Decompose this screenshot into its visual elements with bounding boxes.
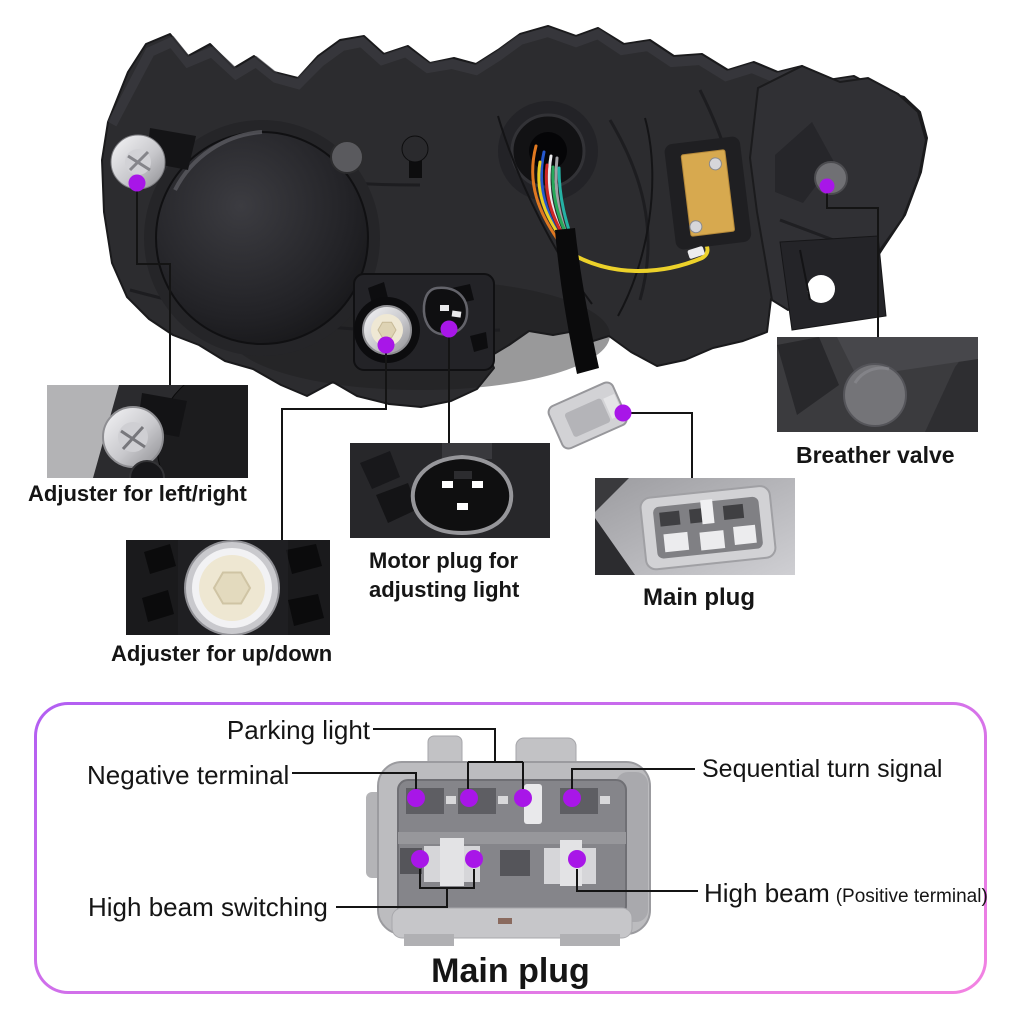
pin-label-parking-light: Parking light	[226, 715, 370, 745]
headlight-photo	[101, 25, 928, 450]
callout-dot-main-plug	[614, 404, 632, 422]
callout-dot-motor-plug	[440, 320, 458, 338]
pinout-panel-title: Main plug	[431, 952, 590, 990]
wire-bundle	[531, 144, 576, 248]
yellow-wire	[560, 231, 710, 274]
adjuster-ud-dial	[362, 305, 412, 355]
pin-label-high-beam: High beam(Positive terminal)	[704, 878, 988, 909]
callout-label-adjuster-lr: Adjuster for left/right	[28, 481, 247, 506]
callout-label-adjuster-ud: Adjuster for up/down	[111, 641, 333, 666]
motor-plug	[422, 286, 469, 336]
dust-cap-boss	[144, 120, 380, 356]
breather-valve	[814, 161, 848, 195]
high-beam-note: (Positive terminal)	[835, 886, 988, 907]
pin-label-sequential-turn-signal: Sequential turn signal	[702, 755, 943, 783]
leveling-module	[353, 273, 495, 371]
callout-dot-breather	[819, 178, 835, 194]
high-beam-text: High beam	[704, 878, 830, 908]
motor-plug-label-line1: Motor plug for	[369, 548, 519, 573]
motor-plug-label-line2: adjusting light	[369, 577, 520, 602]
callout-dot-adjuster-ud	[377, 336, 395, 354]
callout-label-motor-plug: Motor plug for adjusting light	[369, 546, 519, 604]
adjuster-lr-screw	[110, 134, 166, 190]
bulb-socket	[510, 113, 586, 189]
pin-label-negative-terminal: Negative terminal	[87, 760, 290, 790]
callout-dot-adjuster-lr	[128, 174, 146, 192]
pin-label-high-beam-switching: High beam switching	[88, 892, 328, 922]
inset-breather-valve	[777, 337, 978, 432]
main-plug-connector	[547, 381, 628, 450]
main-cable	[555, 228, 599, 374]
callout-label-breather: Breather valve	[796, 442, 955, 468]
control-board	[664, 136, 752, 250]
inset-motor-plug	[350, 443, 550, 538]
callout-label-main-plug: Main plug	[643, 584, 755, 611]
mounting-bracket	[748, 64, 928, 331]
inset-main-plug	[595, 478, 795, 575]
dust-cap	[155, 131, 369, 345]
inset-adjuster-ud	[126, 540, 330, 635]
pinout-panel	[34, 702, 987, 994]
